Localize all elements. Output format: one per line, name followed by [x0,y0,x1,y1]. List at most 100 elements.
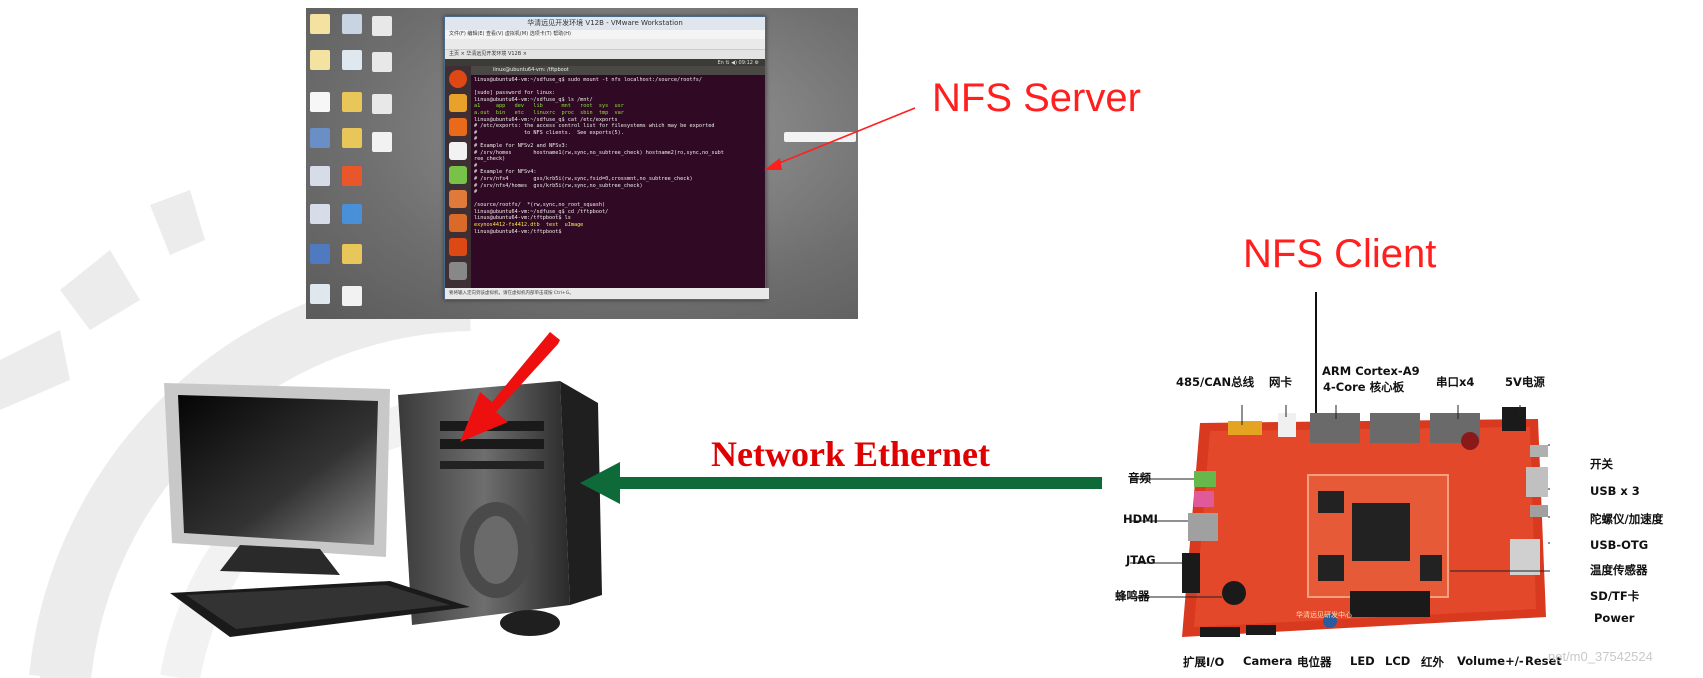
terminal-line: # [474,136,478,143]
terminal-line: linux@ubuntu64-vm:/tftpboot$ [474,228,565,235]
label-temp-sensor: 温度传感器 [1590,563,1648,577]
terminal-line [474,196,762,203]
firefox-icon[interactable] [449,118,467,136]
terminal-line: # /etc/exports: the access control list … [474,123,715,130]
terminal-line: # /srv/nfs4 gss/krb5i(rw,sync,fsid=0,cro… [474,175,693,182]
recycle-bin-icon [342,50,362,70]
mouse [500,610,560,636]
label-power: Power [1594,611,1635,625]
label-5v-power: 5V电源 [1505,375,1545,389]
board-silkscreen: 华清远见研发中心 [1296,611,1352,619]
office-icon [342,166,362,186]
vmware-icon [310,244,330,264]
server-desktop-screenshot: 华清远见开发环境 V12B - VMware Workstation 文件(F)… [306,8,858,319]
red-arrow [460,332,560,442]
label-switch: 开关 [1590,457,1613,471]
software-center-icon[interactable] [449,214,467,232]
document-icon [310,166,330,186]
folder-icon [310,14,330,34]
computer-icon [342,14,362,34]
ubuntu-top-panel: En ⇅ ◀) 09:12 ⚙ [445,59,765,67]
terminal-line: [sudo] password for linux: [474,90,556,97]
network-icon [310,128,330,148]
terminal-line: /source/rootfs/ *(rw,sync,no_root_squash… [474,202,606,209]
label-led: LED [1350,654,1375,668]
network-ethernet-label: Network Ethernet [711,434,990,474]
settings-icon[interactable] [449,262,467,280]
folder-icon [310,50,330,70]
impress-icon[interactable] [449,190,467,208]
folder-icon [342,128,362,148]
label-reset: Reset [1525,654,1562,668]
label-4core: 4-Core 核心板 [1323,380,1405,394]
terminal-line: linux@ubuntu64-vm:/tftpboot$ ls [474,215,571,222]
ubuntu-one-icon[interactable] [449,238,467,256]
nfs-client-label: NFS Client [1243,232,1437,276]
label-volume: Volume+/- [1457,654,1524,668]
folder-icon [342,244,362,264]
monitor-screen [178,395,378,545]
terminal-line: # Example for NFSv4: [474,169,537,176]
terminal-line: # /srv/nfs4/homes gss/krb5i(rw,sync,no_s… [474,182,643,189]
document-icon [310,204,330,224]
app-icon [342,204,362,224]
terminal-line: a1 app dev lib mnt root sys usr [474,103,624,110]
label-potentiometer: 电位器 [1297,655,1332,669]
vmware-window: 华清远见开发环境 V12B - VMware Workstation 文件(F)… [444,16,769,300]
nfs-server-label: NFS Server [932,76,1141,120]
label-jtag: JTAG [1126,553,1156,567]
file-icon [372,52,392,72]
file-icon [372,132,392,152]
cpu-chip [1352,503,1410,561]
writer-icon[interactable] [449,142,467,160]
label-camera: Camera [1243,654,1293,668]
terminal-window[interactable]: linux@ubuntu64-vm: /tftpboot linux@ubunt… [471,66,765,288]
terminal-line: # [474,162,478,169]
label-lcd: LCD [1385,654,1411,668]
label-arm-cortex: ARM Cortex-A9 [1322,364,1420,378]
terminal-line: linux@ubuntu64-vm:~/sdfuse_q$ cat /etc/e… [474,116,618,123]
label-ext-io: 扩展I/O [1183,655,1225,669]
terminal-line: # [474,189,478,196]
files-icon[interactable] [449,94,467,112]
vmware-toolbar[interactable] [445,39,765,50]
app-icon [310,284,330,304]
watermark: net/m0_37542524 [1548,649,1653,664]
server-computer [164,381,602,637]
folder-icon [342,92,362,112]
ubuntu-logo-icon[interactable] [449,70,467,88]
terminal-output: linux@ubuntu64-vm:~/sdfuse_q$ sudo mount… [471,75,765,237]
terminal-line: exynos4412-fs4412.dtb test uImage [474,222,584,229]
terminal-line [474,84,762,91]
terminal-line: linux@ubuntu64-vm:~/sdfuse_q$ cd /tftpbo… [474,208,609,215]
network-arrow [580,462,1102,504]
vmware-menu-bar[interactable]: 文件(F) 编辑(E) 查看(V) 虚拟机(M) 选项卡(T) 帮助(H) [445,30,765,39]
label-infrared: 红外 [1421,655,1444,669]
terminal-line: linux@ubuntu64-vm:~/sdfuse_q$ ls /mnt/ [474,96,593,103]
calc-icon[interactable] [449,166,467,184]
vmware-title: 华清远见开发环境 V12B - VMware Workstation [445,17,765,30]
label-485-can: 485/CAN总线 [1176,375,1255,389]
terminal-line: linux@ubuntu64-vm:~/sdfuse_q$ sudo mount… [474,77,702,83]
label-gyro: 陀螺仪/加速度 [1590,512,1664,526]
red-arrow-shape [460,332,560,442]
vmware-status-bar: 要将输入定向到该虚拟机，请在虚拟机内部单击或按 Ctrl+G。 [445,288,769,299]
label-audio: 音频 [1128,471,1151,485]
label-sd-card: SD/TF卡 [1590,589,1640,603]
terminal-line: # /srv/homes hostname1(rw,sync,no_subtre… [474,149,724,156]
vmware-tab-bar[interactable]: 主页 × 华清远见开发环境 V12B × [445,50,765,59]
label-buzzer: 蜂鸣器 [1115,589,1150,603]
terminal-title: linux@ubuntu64-vm: /tftpboot [471,66,765,75]
file-icon [342,286,362,306]
ime-toolbar [784,132,856,142]
terminal-line: # to NFS clients. See exports(5). [474,129,624,136]
shortcut-icon [310,92,330,112]
label-usb: USB x 3 [1590,484,1640,498]
terminal-line: # Example for NFSv2 and NFSv3: [474,142,568,149]
terminal-line: ree_check) [474,156,506,163]
file-icon [372,94,392,114]
label-serial: 串口x4 [1436,375,1475,389]
label-usb-otg: USB-OTG [1590,538,1649,552]
terminal-line: a.out bin etc linuxrc proc sbin tmp var [474,109,624,116]
label-nic: 网卡 [1269,375,1292,389]
